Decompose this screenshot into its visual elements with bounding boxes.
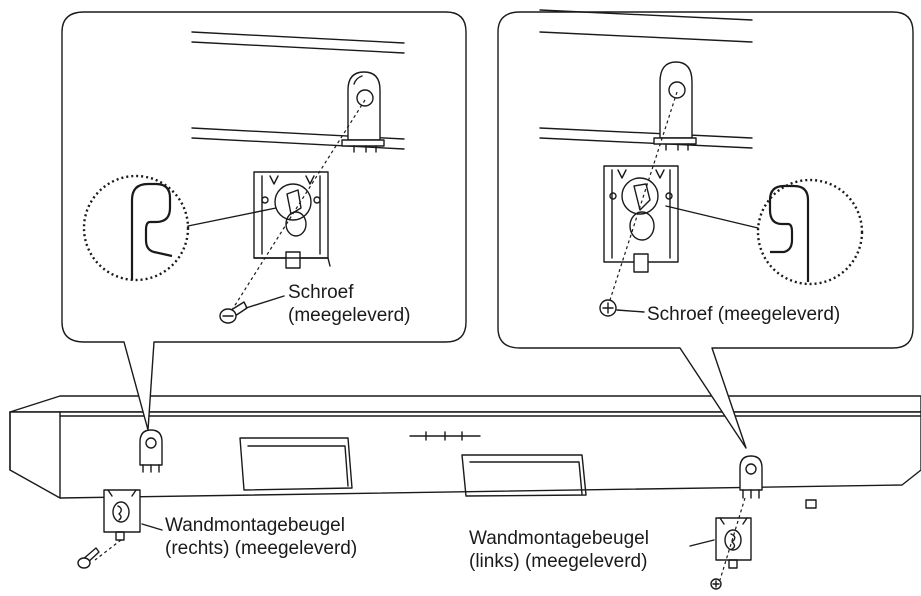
- wall-bracket-small-left: [710, 497, 752, 590]
- screw-label-right: Schroef (meegeleverd): [647, 304, 841, 325]
- magnifier-circle: [82, 174, 277, 282]
- screw-label-left-line1: Schroef: [288, 282, 354, 303]
- leader-line-bracket-right: [141, 523, 163, 531]
- magnifier-circle: [665, 178, 864, 286]
- screw-icon: [77, 547, 100, 569]
- screw-icon: [710, 578, 722, 590]
- bracket-right-label-line1: Wandmontagebeugel: [165, 515, 345, 536]
- bracket-left-label-line1: Wandmontagebeugel: [469, 528, 649, 549]
- soundbar-hook-left: [139, 429, 163, 473]
- soundbar: [9, 395, 921, 509]
- callout-panel-right-bracket: [61, 11, 467, 431]
- screw-icon: [599, 299, 617, 317]
- soundbar-hook-right: [739, 455, 763, 499]
- callout-panel-left-bracket: [497, 9, 914, 449]
- leader-line-bracket-left: [689, 539, 715, 547]
- screw-label-left-line2: (meegeleverd): [288, 305, 411, 326]
- bracket-right-label-line2: (rechts) (meegeleverd): [165, 538, 358, 559]
- wall-bracket-small-right: [77, 489, 141, 569]
- bracket-left-label-line2: (links) (meegeleverd): [469, 551, 648, 572]
